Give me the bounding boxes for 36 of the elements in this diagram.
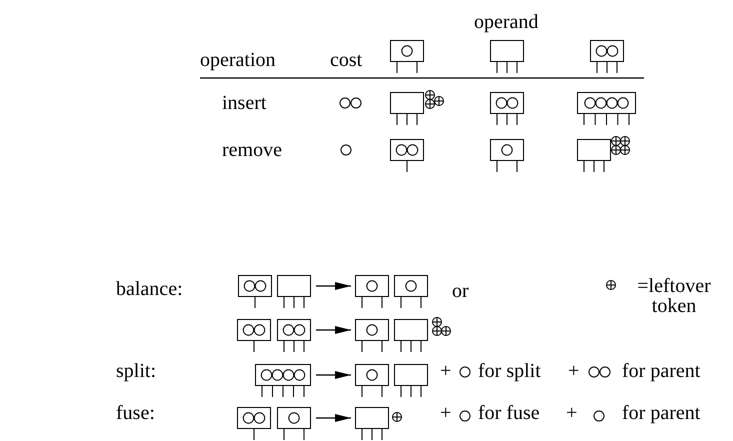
text-label: cost [330,50,362,70]
text-label: + [440,361,452,381]
text-label: for parent [622,403,700,423]
tree-node-drawing [355,275,389,308]
text-label: operand [474,12,538,32]
tree-node-drawing [355,319,389,352]
tree-node-drawing [394,319,428,352]
tree-node-drawing [355,407,389,440]
text-label: for fuse [478,403,540,423]
arrow [316,414,351,422]
arrow [316,326,351,334]
tree-node-drawing [277,319,311,352]
text-label: insert [222,93,266,113]
tree-node-drawing [237,319,271,352]
text-label: + [568,361,580,381]
arrow [316,282,351,290]
text-label: or [452,281,469,301]
text-label: remove [222,140,282,160]
tree-node-drawing [394,364,428,397]
tree-node-drawing [237,407,271,440]
tree-node-drawing [355,364,389,397]
text-label: split: [116,361,156,381]
tree-node-drawing [277,275,311,308]
text-label: for parent [622,361,700,381]
tree-node-drawing [394,275,428,308]
text-label: + [566,403,578,423]
tree-node-drawing [277,407,311,440]
text-label: balance: [116,279,183,299]
tree-node-drawing [255,364,311,397]
text-label: for split [478,361,541,381]
text-label: fuse: [116,403,155,423]
text-label: + [440,403,452,423]
text-label: =leftover token [636,276,712,316]
text-label: operation [200,50,276,70]
arrow [316,371,351,379]
tree-node-drawing [238,275,272,308]
